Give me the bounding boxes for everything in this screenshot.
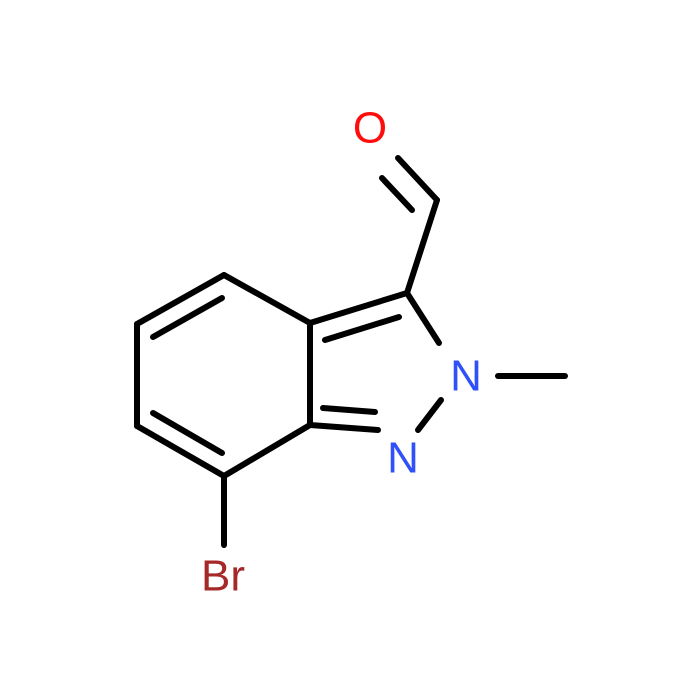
bond-c4-c5 — [134, 272, 227, 327]
bond-cho-o — [395, 155, 440, 203]
bond-c6-c7-inner — [150, 410, 225, 456]
bond-c3a-c4 — [221, 272, 313, 326]
oxygen-label: O — [353, 104, 387, 153]
bond-c3-n2 — [404, 290, 442, 346]
bromine-label: Br — [201, 552, 245, 601]
bond-c3-cho — [404, 197, 440, 296]
bond-c3a-c3-inner — [322, 314, 402, 343]
bond-cho-o-inner — [379, 175, 415, 213]
bond-c7-c7a — [221, 422, 313, 479]
bond-c4-c5-inner — [150, 295, 225, 340]
bond-c6-c7 — [134, 423, 227, 479]
bond-n2-n1 — [415, 397, 444, 433]
n2-label: N — [450, 352, 482, 401]
bond-n1-c7a-inner — [320, 405, 378, 415]
bond-n1-c7a — [307, 422, 381, 433]
n1-label: N — [387, 434, 419, 483]
bond-c3a-c3 — [307, 290, 410, 326]
atom-labels: O N N Br — [201, 104, 482, 601]
bonds — [134, 155, 568, 548]
